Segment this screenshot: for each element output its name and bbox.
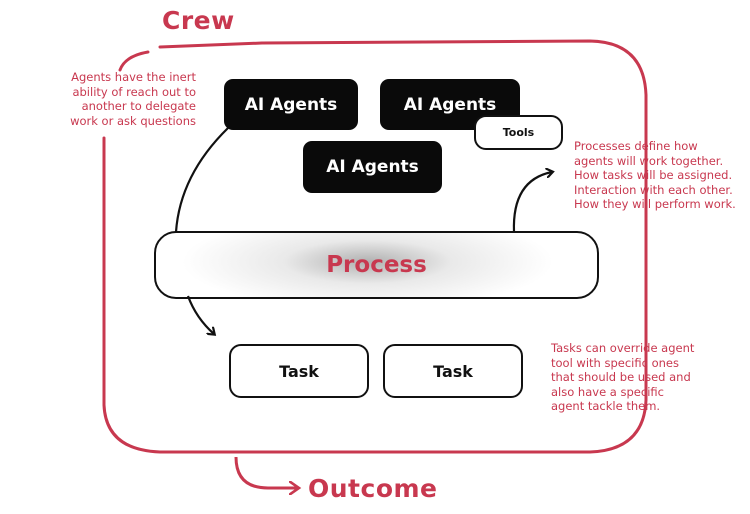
process-label: Process — [326, 252, 427, 278]
tasks-note-line: tool with specific ones — [551, 355, 679, 370]
process-note-line: agents will work together. — [574, 153, 724, 168]
process-note: Processes define how agents will work to… — [574, 139, 746, 212]
tools-box: Tools — [474, 115, 563, 150]
tasks-note: Tasks can override agent tool with speci… — [551, 341, 721, 414]
crew-boundary — [102, 39, 648, 454]
ai-agent-box-1: AI Agents — [224, 79, 358, 130]
process-task-arrow — [186, 295, 214, 334]
task-box-2: Task — [383, 344, 523, 398]
process-box: Process — [154, 231, 599, 299]
agents-note-line: another to delegate — [81, 99, 196, 113]
agents-note-line: work or ask questions — [70, 113, 196, 128]
process-note-line: How tasks will be assigned. — [574, 168, 733, 182]
tasks-note-line: Tasks can override agent — [551, 341, 695, 355]
agents-note-line: ability of reach out to — [72, 84, 196, 99]
outcome-label: Outcome — [308, 474, 438, 503]
tasks-note-line: that should be used and — [551, 370, 691, 384]
process-note-line: How they will perform work. — [574, 197, 736, 211]
agents-note-line: Agents have the inert — [71, 70, 196, 84]
agents-note: Agents have the inert ability of reach o… — [40, 70, 196, 128]
process-note-line: Processes define how — [574, 139, 698, 153]
crew-title: Crew — [162, 6, 235, 35]
tasks-note-line: agent tackle them. — [551, 399, 661, 413]
tasks-note-line: also have a specific — [551, 384, 664, 399]
outcome-arrow — [234, 456, 298, 488]
task-box-1: Task — [229, 344, 369, 398]
agent-process-connector — [174, 127, 229, 233]
process-note-line: Interaction with each other. — [574, 182, 733, 197]
process-notes-arrow — [512, 172, 552, 233]
ai-agent-box-3: AI Agents — [303, 141, 442, 193]
